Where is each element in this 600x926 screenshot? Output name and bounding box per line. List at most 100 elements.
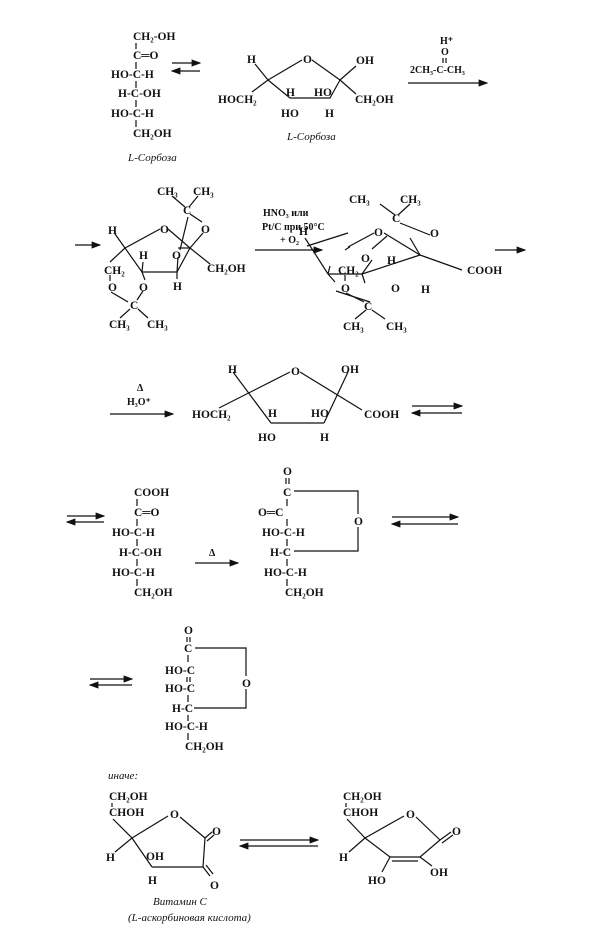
atom-label: OH [341,364,359,376]
hydrolysis-reagent: Δ H₃O⁺ [110,383,175,418]
atom-label: CH₂OH [343,791,382,803]
atom-label: CHOH [343,807,378,819]
atom-label: HOCH₂ [218,94,257,106]
atom-label: O [452,826,461,838]
atom-label: O [210,880,219,892]
atom-label: HO [314,87,332,99]
atom-label: CH₃ [400,194,421,206]
atom-label: O [108,282,117,294]
atom-label: CH₂OH [207,263,246,275]
atom-label: H [299,226,308,238]
atom-label: HO-C-H [112,567,155,579]
reagent-label: Δ [137,383,144,394]
heat-arrow: Δ [195,548,240,567]
vitamin-c-caption: Витамин C (L-аскорбиновая кислота) [128,896,251,924]
reagent-label: + O₂ [280,235,299,246]
ring-oxygen: O [242,678,251,690]
atom-label: O [406,809,415,821]
reagent-label: H⁺ [440,36,453,47]
atom-label: CH₂OH [285,587,324,599]
atom-label: O [303,54,312,66]
atom-label: O [341,283,350,295]
reagent-label: 2CH₃-C-CH₃ [410,65,465,76]
atom-label: COOH [134,487,169,499]
atom-label: O [361,253,370,265]
atom-label: H [148,875,157,887]
atom-label: H-C-OH [118,88,161,100]
atom-label: CH₂-OH [133,31,175,43]
equilibrium-arrows [390,513,460,528]
diacetone-sorbose: CH₃ CH₃ C O O H O CH₂ H O O C CH₃ CH₃ H … [104,186,246,331]
atom-label: HO-C-H [112,527,155,539]
atom-label: HO-C-H [111,69,154,81]
lactone-fischer: O C O═C HO-C-H H-C HO-C-H CH₂OH O [258,466,363,599]
atom-label: C [183,205,191,217]
atom-label: C [184,643,192,655]
atom-label: HO-C-H [262,527,305,539]
atom-label: O [172,250,181,262]
enediol-lactone-fischer: O C HO-C HO-C H-C HO-C-H CH₂OH O [165,625,251,753]
atom-label: HO [258,432,276,444]
atom-label: C [392,213,400,225]
reagent-label: Pt/C при 50°C [262,222,325,233]
atom-label: CHOH [109,807,144,819]
atom-label: CH₃ [147,319,168,331]
atom-label: CH₂ [338,265,359,277]
l-sorbose-ring: O H HOCH₂ H HO HO H OH CH₂OH L-Сорбоза [218,54,394,143]
atom-label: CH₂OH [109,791,148,803]
atom-label: O [374,227,383,239]
acetone-reagent: H⁺ O 2CH₃-C-CH₃ [408,36,489,87]
atom-label: OH [146,851,164,863]
atom-label: OH [430,867,448,879]
atom-label: HO-C-H [111,108,154,120]
ascorbic-acid-label: (L-аскорбиновая кислота) [128,912,251,924]
atom-label: H [339,852,348,864]
atom-label: H [247,54,256,66]
atom-label: H [387,255,396,267]
atom-label: H [108,225,117,237]
atom-label: HO-C [165,665,195,677]
atom-label: COOH [467,265,502,277]
reagent-label: Δ [209,548,216,559]
atom-label: H-C [172,703,193,715]
atom-label: CH₂OH [185,741,224,753]
atom-label: CH₂ [104,265,125,277]
atom-label: C═O [134,507,159,519]
atom-label: H [106,852,115,864]
ketogulonic-acid-ring: O H OH HOCH₂ H HO HO H COOH [192,364,399,444]
atom-label: HO-C [165,683,195,695]
alternative-label: иначе: [108,770,138,782]
atom-label: H [320,432,329,444]
atom-label: O [170,809,179,821]
atom-label: HO-C-H [165,721,208,733]
atom-label: H-C [270,547,291,559]
atom-label: CH₂OH [133,128,172,140]
diacetone-ketogulonic-acid: CH₃ CH₃ C O H O CH₂ H O COOH O O H C CH₃… [299,194,502,333]
compound-name: L-Сорбоза [127,152,177,164]
atom-label: CH₃ [386,321,407,333]
atom-label: O═C [258,507,283,519]
l-sorbose-fischer: CH₂-OH C═O HO-C-H H-C-OH HO-C-H CH₂OH L-… [111,31,177,164]
atom-label: C [283,487,291,499]
vitamin-c-label: Витамин C [153,896,208,908]
atom-label: CH₃ [193,186,214,198]
reagent-label: O [441,47,449,58]
atom-label: O [160,224,169,236]
atom-label: H [268,408,277,420]
atom-label: H [228,364,237,376]
atom-label: OH [356,55,374,67]
ketogulonic-acid-fischer: COOH C═O HO-C-H H-C-OH HO-C-H CH₂OH [112,487,173,599]
atom-label: H [286,87,295,99]
atom-label: HO [311,408,329,420]
atom-label: H-C-OH [119,547,162,559]
atom-label: COOH [364,409,399,421]
equilibrium-arrows [410,402,464,417]
ring-oxygen: O [354,516,363,528]
atom-label: C═O [133,50,158,62]
atom-label: O [212,826,221,838]
dehydroascorbic-ring: CH₂OH CHOH O O H OH H O [106,791,221,892]
atom-label: H [139,250,148,262]
atom-label: C [130,300,138,312]
